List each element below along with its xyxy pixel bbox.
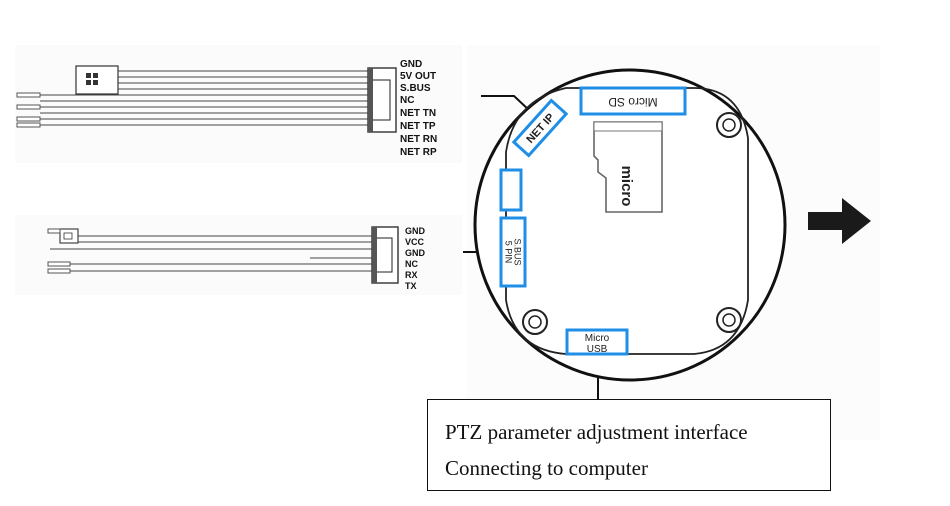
- side-port: [499, 168, 523, 212]
- cable-1-small-connector: [75, 65, 119, 95]
- cable-2-wires: [50, 235, 374, 272]
- cable-2-pin-6: TX: [405, 281, 417, 291]
- pin5-label: 5 PIN: [504, 241, 514, 264]
- mounting-holes: [522, 112, 742, 335]
- cable-1-pin-labels: GND 5V OUT S.BUS NC NET TN NET TP NET RN…: [400, 59, 437, 158]
- cable-2-pin-1: GND: [405, 226, 426, 236]
- board-inner-outline: [505, 87, 749, 355]
- cable-2-pin-2: VCC: [405, 237, 425, 247]
- cable-1-pin-4: NC: [400, 95, 414, 106]
- sbus-label: S.BUS: [513, 238, 523, 265]
- cable-1-pin-8: NET RP: [400, 147, 437, 158]
- board-outer-circle: [473, 68, 787, 382]
- cable-2-pin-labels: GND VCC GND NC RX TX: [405, 226, 426, 291]
- micro-sd-port-label: Micro SD: [608, 95, 658, 109]
- cable-1-pin-7: NET RN: [400, 134, 437, 145]
- arrow-right-icon: [808, 198, 871, 244]
- cable-2-connector: [371, 226, 399, 284]
- cable-1-pin-3: S.BUS: [400, 83, 431, 94]
- callout-line-1: PTZ parameter adjustment interface: [445, 420, 748, 444]
- cable-2-pin-4: NC: [405, 259, 418, 269]
- cable-1-pin-5: NET TN: [400, 108, 436, 119]
- sd-card-icon: micro: [593, 121, 663, 213]
- cable-1-stripped-ends: [16, 92, 41, 128]
- cable-1-pin-2: 5V OUT: [400, 71, 436, 82]
- cable-2-stripped-ends: [47, 228, 71, 274]
- cable-2-pin-5: RX: [405, 270, 418, 280]
- cable-1-connector: [367, 67, 397, 133]
- round-board: Micro SD NET IP 5 PIN S.BUS Micro USB mi…: [473, 68, 787, 382]
- cable-1-pin-1: GND: [400, 59, 422, 70]
- cable-1-wires: [40, 70, 372, 126]
- pin5-sbus-port: 5 PIN S.BUS: [499, 216, 527, 288]
- cable-2-small-connector: [59, 228, 79, 244]
- micro-usb-label-line2: USB: [587, 344, 608, 355]
- micro-sd-port: Micro SD: [579, 86, 687, 116]
- usb-callout-box: PTZ parameter adjustment interface Conne…: [427, 399, 831, 491]
- cable-2-pin-3: GND: [405, 248, 426, 258]
- micro-usb-label-line1: Micro: [585, 333, 610, 344]
- cable-1-pin-6: NET TP: [400, 121, 436, 132]
- cable-2: GND VCC GND NC RX TX: [47, 226, 426, 291]
- cable-1: GND 5V OUT S.BUS NC NET TN NET TP NET RN…: [16, 59, 437, 158]
- callout-line-2: Connecting to computer: [445, 456, 648, 480]
- sd-card-text: micro: [618, 166, 635, 207]
- micro-usb-port: Micro USB: [565, 328, 629, 356]
